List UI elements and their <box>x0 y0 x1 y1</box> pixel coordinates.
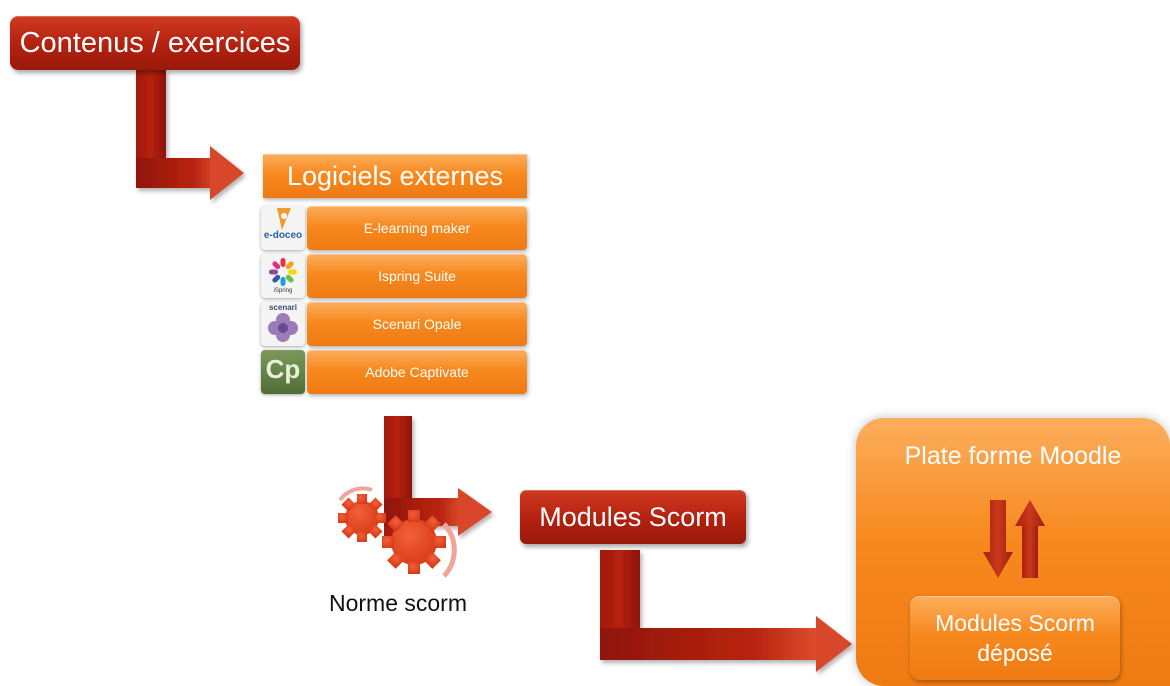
software-label: Scenari Opale <box>372 316 462 332</box>
modules-scorm-box: Modules Scorm <box>520 490 746 544</box>
contenus-box: Contenus / exercices <box>10 16 300 70</box>
scenari-logo-text: scenari <box>268 303 298 312</box>
software-item: Scenari Opale <box>307 302 527 346</box>
moodle-platform-box: Plate forme Moodle Modules Scorm déposé <box>856 418 1170 686</box>
modules-deposited-line1: Modules Scorm <box>935 610 1095 636</box>
logiciels-title: Logiciels externes <box>286 160 504 191</box>
contenus-label: Contenus / exercices <box>19 26 291 59</box>
software-item: E-learning maker <box>307 206 527 250</box>
modules-deposited-box: Modules Scorm déposé <box>910 596 1120 680</box>
logiciels-title-box: Logiciels externes <box>263 154 527 198</box>
norme-scorm-label: Norme scorm <box>328 590 467 616</box>
ispring-logo-text: iSpring <box>273 288 293 294</box>
software-label: Adobe Captivate <box>365 364 469 380</box>
moodle-title: Plate forme Moodle <box>904 442 1122 470</box>
software-item: Adobe Captivate <box>307 350 527 394</box>
gear-icon <box>338 486 386 542</box>
ispring-logo-icon: iSpring <box>261 254 305 298</box>
software-label: E-learning maker <box>363 220 471 236</box>
software-label: Ispring Suite <box>378 268 456 284</box>
modules-scorm-label: Modules Scorm <box>539 501 727 532</box>
arrow-contenus-to-logiciels <box>136 70 244 200</box>
captivate-logo-icon: Cp <box>261 350 305 394</box>
modules-deposited-line2: déposé <box>977 640 1053 666</box>
software-item: Ispring Suite <box>307 254 527 298</box>
arrow-modules-to-moodle <box>600 550 852 672</box>
edoceo-logo-text: e-doceo <box>263 230 303 241</box>
exchange-arrows-icon <box>983 500 1045 578</box>
captivate-logo-text: Cp <box>265 354 301 384</box>
scenari-logo-icon: scenari <box>261 302 305 346</box>
edoceo-logo-icon: e-doceo <box>261 206 305 250</box>
